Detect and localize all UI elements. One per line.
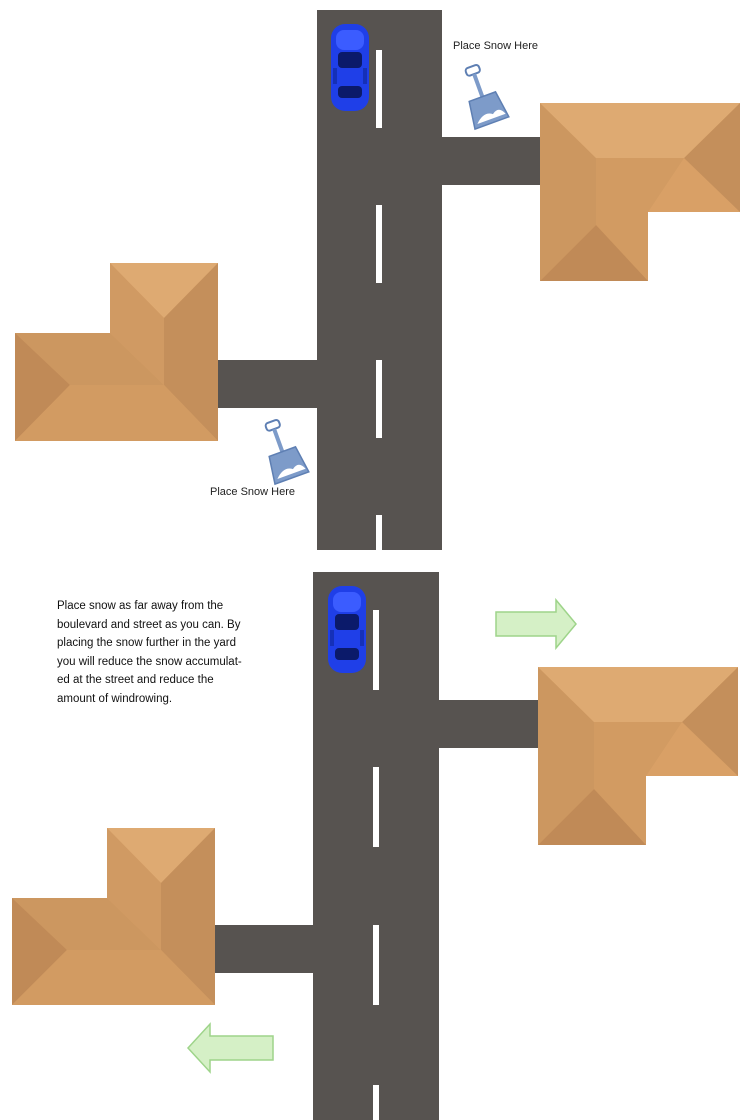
driveway-left: [215, 925, 315, 973]
instruction-line: placing the snow further in the yard: [57, 634, 297, 653]
snow-label-right: Place Snow Here: [453, 40, 538, 52]
house-roof-icon: [540, 103, 740, 281]
instruction-line: Place snow as far away from the: [57, 597, 297, 616]
arrow-right-icon: [496, 600, 576, 648]
driveway-right: [442, 137, 542, 185]
house-roof-icon: [538, 667, 738, 845]
instructions-text: Place snow as far away from the boulevar…: [57, 597, 297, 709]
shovel-icon: [454, 60, 508, 129]
diagram-panel-top: Place Snow Here Place Snow Here: [0, 0, 744, 556]
instruction-line: ed at the street and reduce the: [57, 671, 297, 690]
driveway-left: [218, 360, 318, 408]
diagram-panel-bottom: Place snow as far away from the boulevar…: [0, 560, 744, 1120]
instruction-line: amount of windrowing.: [57, 690, 297, 709]
arrow-left-icon: [188, 1024, 273, 1072]
top-scene: [0, 0, 744, 556]
shovel-icon: [254, 415, 308, 484]
house-roof-icon: [12, 828, 215, 1005]
house-roof-icon: [15, 263, 218, 441]
snow-label-left: Place Snow Here: [210, 486, 295, 498]
instruction-line: you will reduce the snow accumulat-: [57, 653, 297, 672]
car-icon: [328, 586, 366, 673]
car-icon: [331, 24, 369, 111]
driveway-right: [439, 700, 539, 748]
instruction-line: boulevard and street as you can. By: [57, 616, 297, 635]
